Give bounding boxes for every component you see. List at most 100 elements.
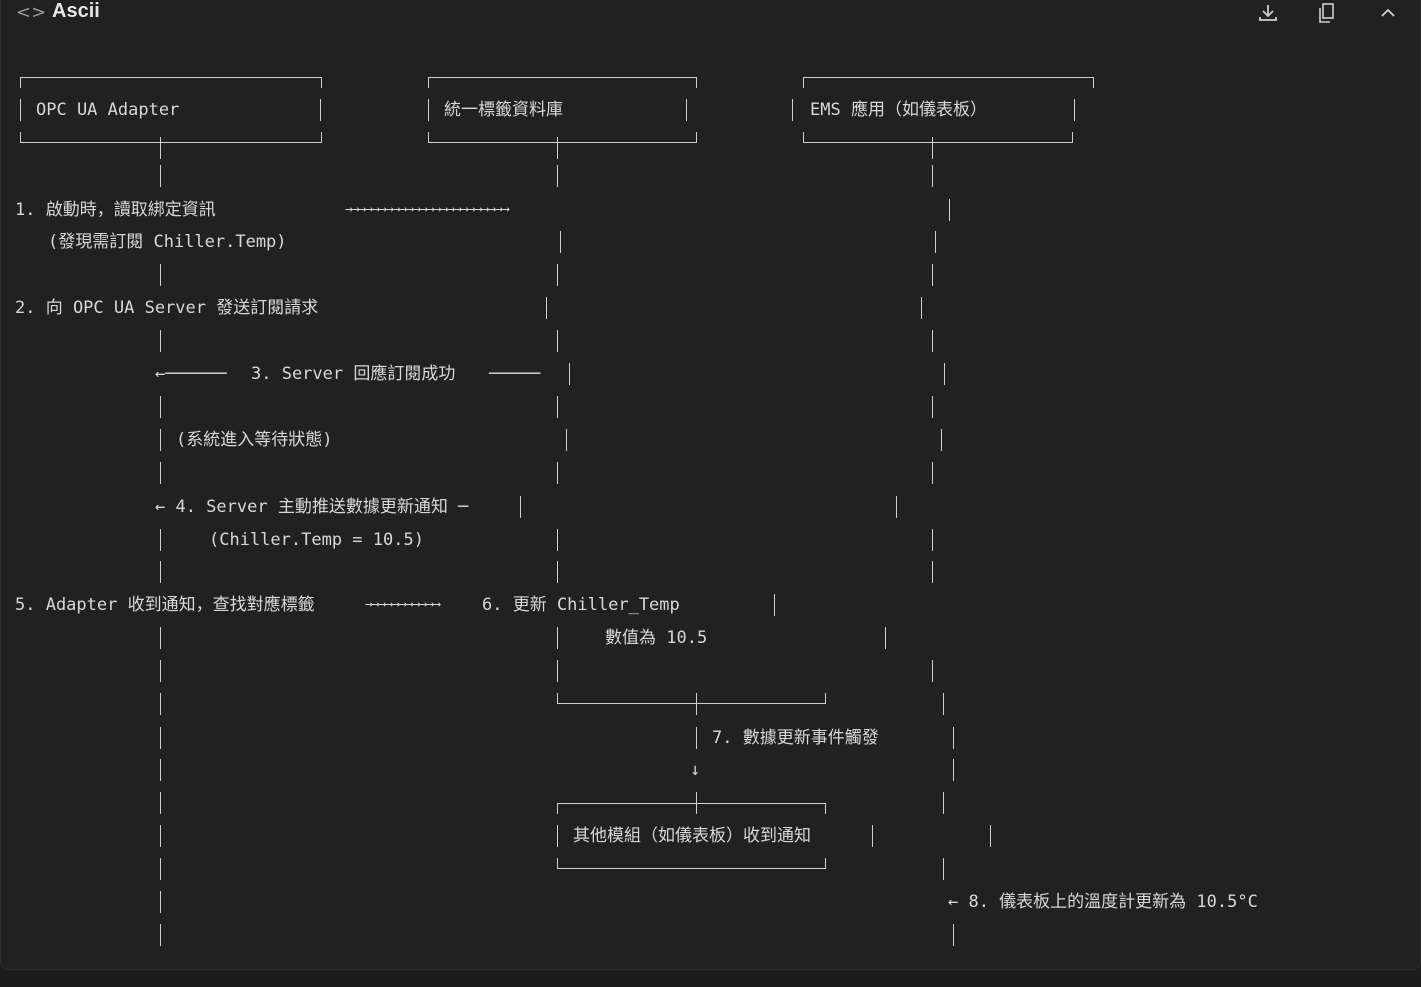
box-bottom bbox=[428, 132, 697, 143]
lifeline-segment bbox=[160, 759, 161, 781]
lifeline-segment bbox=[885, 627, 886, 649]
box-label-ems: EMS 應用（如儀表板） bbox=[810, 100, 987, 120]
box-bottom bbox=[557, 693, 826, 704]
step-1-arrow: →→→→→→→→→→→→→→→→→→→→→→→→ bbox=[345, 202, 510, 217]
lifeline-segment bbox=[160, 264, 161, 286]
lifeline-segment bbox=[557, 825, 558, 847]
code-icon: <> bbox=[16, 2, 47, 23]
lifeline-segment bbox=[943, 792, 944, 814]
box-top bbox=[428, 77, 697, 88]
step-3: 3. Server 回應訂閱成功 bbox=[251, 364, 456, 384]
box-label-modules: 其他模組（如儀表板）收到通知 bbox=[573, 826, 811, 846]
lifeline-segment bbox=[557, 165, 558, 187]
lifeline-segment bbox=[160, 462, 161, 484]
lifeline-segment bbox=[520, 496, 521, 518]
lifeline-segment bbox=[160, 627, 161, 649]
step-3-arrow-right: ───── bbox=[489, 364, 541, 384]
box-bottom bbox=[20, 132, 322, 143]
lifeline-segment bbox=[160, 924, 161, 946]
lifeline-segment bbox=[557, 137, 558, 159]
lifeline-segment bbox=[557, 561, 558, 583]
lifeline-segment bbox=[932, 137, 933, 159]
copy-icon[interactable] bbox=[1316, 2, 1338, 24]
lifeline-segment bbox=[560, 231, 561, 253]
box-bottom bbox=[803, 132, 1073, 143]
box-side bbox=[1074, 99, 1075, 121]
lifeline-segment bbox=[546, 297, 547, 319]
lifeline-segment bbox=[160, 396, 161, 418]
box-label-adapter: OPC UA Adapter bbox=[36, 100, 180, 120]
lifeline-segment bbox=[774, 594, 775, 616]
lifeline-segment bbox=[932, 561, 933, 583]
lifeline-segment bbox=[557, 396, 558, 418]
lifeline-segment bbox=[160, 165, 161, 187]
lifeline-segment bbox=[566, 429, 567, 451]
lifeline-segment bbox=[943, 858, 944, 880]
lifeline-segment bbox=[943, 693, 944, 715]
lifeline-segment bbox=[160, 825, 161, 847]
lifeline-segment bbox=[921, 297, 922, 319]
step-3-arrow-left: ←────── bbox=[155, 364, 227, 384]
lifeline-segment bbox=[872, 825, 873, 847]
lifeline-segment bbox=[935, 231, 936, 253]
lifeline-segment bbox=[569, 363, 570, 385]
box-side bbox=[320, 99, 321, 121]
step-4: ← 4. Server 主動推送數據更新通知 ─ bbox=[155, 497, 469, 517]
lifeline-segment bbox=[557, 627, 558, 649]
lifeline-segment bbox=[160, 429, 161, 451]
lifeline-segment bbox=[696, 792, 697, 814]
step-1: 1. 啟動時，讀取綁定資訊 bbox=[15, 200, 216, 220]
lifeline-segment bbox=[953, 727, 954, 749]
lifeline-segment bbox=[696, 727, 697, 749]
lifeline-segment bbox=[990, 825, 991, 847]
step-2: 2. 向 OPC UA Server 發送訂閱請求 bbox=[15, 298, 319, 318]
lifeline-segment bbox=[932, 660, 933, 682]
step-5: 5. Adapter 收到通知，查找對應標籤 bbox=[15, 595, 315, 615]
lifeline-segment bbox=[932, 462, 933, 484]
lifeline-segment bbox=[953, 924, 954, 946]
lifeline-segment bbox=[160, 137, 161, 159]
lifeline-segment bbox=[160, 891, 161, 913]
lifeline-segment bbox=[896, 496, 897, 518]
lifeline-segment bbox=[557, 330, 558, 352]
box-bottom bbox=[557, 858, 826, 869]
step-7: 7. 數據更新事件觸發 bbox=[712, 728, 879, 748]
wait-note: (系統進入等待狀態) bbox=[176, 430, 333, 450]
box-side bbox=[20, 99, 21, 121]
down-arrow: ↓ bbox=[690, 760, 701, 780]
lifeline-segment bbox=[557, 264, 558, 286]
step-5-arrow: →→→→→→→→→→→ bbox=[365, 597, 441, 612]
lifeline-segment bbox=[160, 561, 161, 583]
lifeline-segment bbox=[557, 462, 558, 484]
lifeline-segment bbox=[932, 396, 933, 418]
box-side bbox=[428, 99, 429, 121]
step-1-note: (發現需訂閱 Chiller.Temp) bbox=[48, 232, 287, 252]
box-top bbox=[803, 77, 1094, 88]
box-label-tagdb: 統一標籤資料庫 bbox=[444, 100, 563, 120]
download-icon[interactable] bbox=[1257, 2, 1279, 24]
lifeline-segment bbox=[160, 330, 161, 352]
lifeline-segment bbox=[557, 529, 558, 551]
lifeline-segment bbox=[944, 363, 945, 385]
lifeline-segment bbox=[160, 858, 161, 880]
step-6-note: 數值為 10.5 bbox=[605, 628, 708, 648]
lifeline-segment bbox=[696, 693, 697, 715]
step-4-note: (Chiller.Temp = 10.5) bbox=[209, 530, 424, 550]
step-8: ← 8. 儀表板上的溫度計更新為 10.5°C bbox=[948, 892, 1258, 912]
lifeline-segment bbox=[160, 529, 161, 551]
code-block-title: Ascii bbox=[52, 0, 100, 22]
lifeline-segment bbox=[932, 264, 933, 286]
lifeline-segment bbox=[160, 792, 161, 814]
lifeline-segment bbox=[160, 727, 161, 749]
lifeline-segment bbox=[932, 529, 933, 551]
lifeline-segment bbox=[932, 330, 933, 352]
lifeline-segment bbox=[949, 199, 950, 221]
box-side bbox=[792, 99, 793, 121]
lifeline-segment bbox=[953, 759, 954, 781]
lifeline-segment bbox=[160, 693, 161, 715]
lifeline-segment bbox=[932, 165, 933, 187]
box-side bbox=[686, 99, 687, 121]
collapse-icon[interactable] bbox=[1377, 2, 1399, 24]
lifeline-segment bbox=[557, 660, 558, 682]
